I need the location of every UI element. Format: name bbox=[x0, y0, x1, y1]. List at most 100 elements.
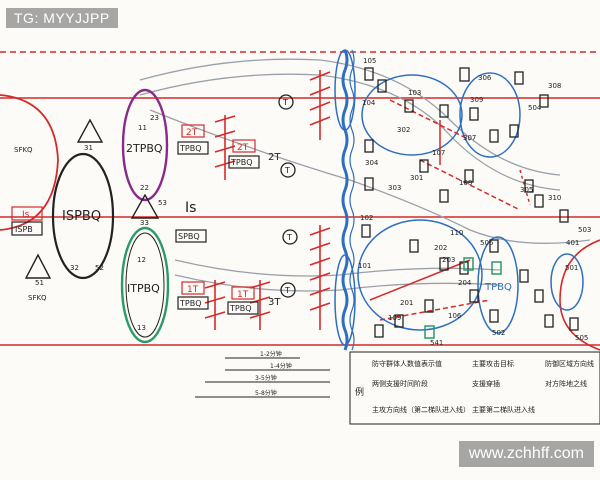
svg-text:T: T bbox=[284, 166, 290, 175]
svg-text:304: 304 bbox=[365, 159, 379, 167]
label-is: Is bbox=[185, 200, 196, 216]
svg-text:309: 309 bbox=[470, 96, 483, 104]
svg-text:对方阵地之线: 对方阵地之线 bbox=[545, 379, 587, 388]
svg-text:5-8分钟: 5-8分钟 bbox=[255, 389, 277, 397]
svg-text:541: 541 bbox=[430, 339, 443, 347]
triangle-markers bbox=[24, 118, 160, 279]
svg-text:506: 506 bbox=[480, 239, 494, 247]
watermark-top: TG: MYYJJPP bbox=[6, 8, 118, 28]
svg-text:305: 305 bbox=[520, 186, 533, 194]
formation-upper-oval bbox=[121, 88, 169, 202]
unit-boxes-teal bbox=[424, 257, 502, 339]
svg-text:ISPB: ISPB bbox=[15, 225, 33, 234]
phase-line-secondary bbox=[349, 49, 355, 351]
formation-large-label: ISPBQ bbox=[62, 209, 101, 224]
timeline bbox=[195, 357, 330, 398]
svg-text:Is: Is bbox=[22, 210, 30, 220]
phase-line bbox=[341, 49, 349, 351]
svg-text:101: 101 bbox=[358, 262, 371, 270]
svg-text:1T: 1T bbox=[187, 285, 199, 295]
grid-lines bbox=[0, 51, 600, 346]
svg-text:505: 505 bbox=[575, 334, 588, 342]
svg-text:主要第二梯队进入线: 主要第二梯队进入线 bbox=[472, 405, 535, 414]
svg-text:1-2分钟: 1-2分钟 bbox=[260, 350, 282, 358]
svg-text:53: 53 bbox=[158, 199, 167, 207]
label-2t: 2T bbox=[268, 152, 281, 163]
enemy-zones bbox=[334, 49, 584, 346]
svg-text:301: 301 bbox=[410, 174, 423, 182]
svg-text:TPBQ: TPBQ bbox=[229, 304, 252, 313]
svg-text:支援穿插: 支援穿插 bbox=[472, 379, 500, 388]
svg-text:307: 307 bbox=[463, 134, 476, 142]
svg-text:504: 504 bbox=[528, 104, 542, 112]
svg-text:203: 203 bbox=[442, 256, 455, 264]
svg-text:T: T bbox=[284, 286, 290, 295]
svg-text:103: 103 bbox=[408, 89, 421, 97]
svg-text:TPBQ: TPBQ bbox=[179, 299, 202, 308]
formation-lower-label: ITPBQ bbox=[127, 282, 160, 295]
legend: 例 防守群体人数值表示值 两侧支援时间阶段 主要攻击目标 支援穿插 防御区域方向… bbox=[349, 351, 600, 425]
svg-text:12: 12 bbox=[137, 256, 146, 264]
svg-text:1-4分钟: 1-4分钟 bbox=[270, 362, 292, 370]
svg-text:104: 104 bbox=[362, 99, 376, 107]
circle-t-letters: T T T T bbox=[282, 98, 292, 295]
watermark-bottom: www.zchhff.com bbox=[458, 441, 594, 467]
svg-text:22: 22 bbox=[140, 184, 149, 192]
formation-large-oval bbox=[51, 152, 115, 280]
svg-text:1T: 1T bbox=[237, 290, 249, 300]
svg-text:主要攻击目标: 主要攻击目标 bbox=[472, 359, 514, 368]
terrain-curves bbox=[139, 58, 591, 292]
svg-text:310: 310 bbox=[548, 194, 561, 202]
sfkq-label-1: SFKQ bbox=[14, 146, 33, 154]
svg-text:204: 204 bbox=[458, 279, 472, 287]
svg-text:503: 503 bbox=[578, 226, 591, 234]
svg-text:110: 110 bbox=[450, 229, 463, 237]
svg-text:13: 13 bbox=[137, 324, 146, 332]
svg-text:401: 401 bbox=[566, 239, 579, 247]
right-arc bbox=[559, 239, 600, 351]
svg-text:TPBQ: TPBQ bbox=[230, 158, 253, 167]
svg-text:TPBQ: TPBQ bbox=[179, 144, 202, 153]
svg-text:23: 23 bbox=[150, 114, 159, 122]
circle-t-markers bbox=[278, 94, 298, 298]
formation-upper-label: 2TPBQ bbox=[126, 142, 163, 155]
svg-text:501: 501 bbox=[565, 264, 578, 272]
svg-text:SPBQ: SPBQ bbox=[178, 232, 200, 241]
svg-text:308: 308 bbox=[548, 82, 561, 90]
svg-text:32: 32 bbox=[70, 264, 79, 272]
svg-text:防守群体人数值表示值: 防守群体人数值表示值 bbox=[372, 359, 442, 368]
svg-text:303: 303 bbox=[388, 184, 401, 192]
formation-lower-inner bbox=[125, 232, 165, 338]
label-3t: 3T bbox=[268, 297, 281, 308]
svg-text:107: 107 bbox=[432, 149, 445, 157]
sfkq-label-2: SFKQ bbox=[28, 294, 47, 302]
number-labels: 31 32 33 51 52 53 11 12 13 22 23 105 104… bbox=[35, 57, 591, 347]
svg-text:31: 31 bbox=[84, 144, 93, 152]
formation-right-label: TPBQ bbox=[484, 282, 512, 293]
svg-text:主攻方向线（第二梯队进入线）: 主攻方向线（第二梯队进入线） bbox=[372, 405, 470, 414]
timeline-labels: 1-2分钟 1-4分钟 3-5分钟 5-8分钟 bbox=[255, 350, 292, 397]
svg-text:33: 33 bbox=[140, 219, 149, 227]
unit-boxes bbox=[361, 67, 579, 338]
svg-text:2T: 2T bbox=[237, 143, 249, 153]
svg-text:201: 201 bbox=[400, 299, 413, 307]
svg-text:302: 302 bbox=[397, 126, 410, 134]
svg-text:106: 106 bbox=[448, 312, 462, 320]
svg-text:两侧支援时间阶段: 两侧支援时间阶段 bbox=[372, 379, 428, 388]
svg-text:防御区域方向线: 防御区域方向线 bbox=[545, 359, 594, 368]
svg-text:502: 502 bbox=[492, 329, 505, 337]
svg-text:3-5分钟: 3-5分钟 bbox=[255, 374, 277, 382]
formation-lower-oval bbox=[120, 226, 170, 344]
svg-text:202: 202 bbox=[434, 244, 447, 252]
svg-text:11: 11 bbox=[138, 124, 147, 132]
svg-text:51: 51 bbox=[35, 279, 44, 287]
svg-text:T: T bbox=[282, 98, 288, 107]
svg-text:105: 105 bbox=[363, 57, 376, 65]
left-arc bbox=[0, 94, 59, 231]
svg-text:T: T bbox=[286, 233, 292, 242]
svg-text:102: 102 bbox=[360, 214, 373, 222]
svg-text:108: 108 bbox=[459, 179, 472, 187]
left-boxes: Is ISPB 2T TPBQ 2T TPBQ SPBQ 1T TPBQ 1T … bbox=[11, 124, 260, 315]
svg-text:52: 52 bbox=[95, 264, 104, 272]
